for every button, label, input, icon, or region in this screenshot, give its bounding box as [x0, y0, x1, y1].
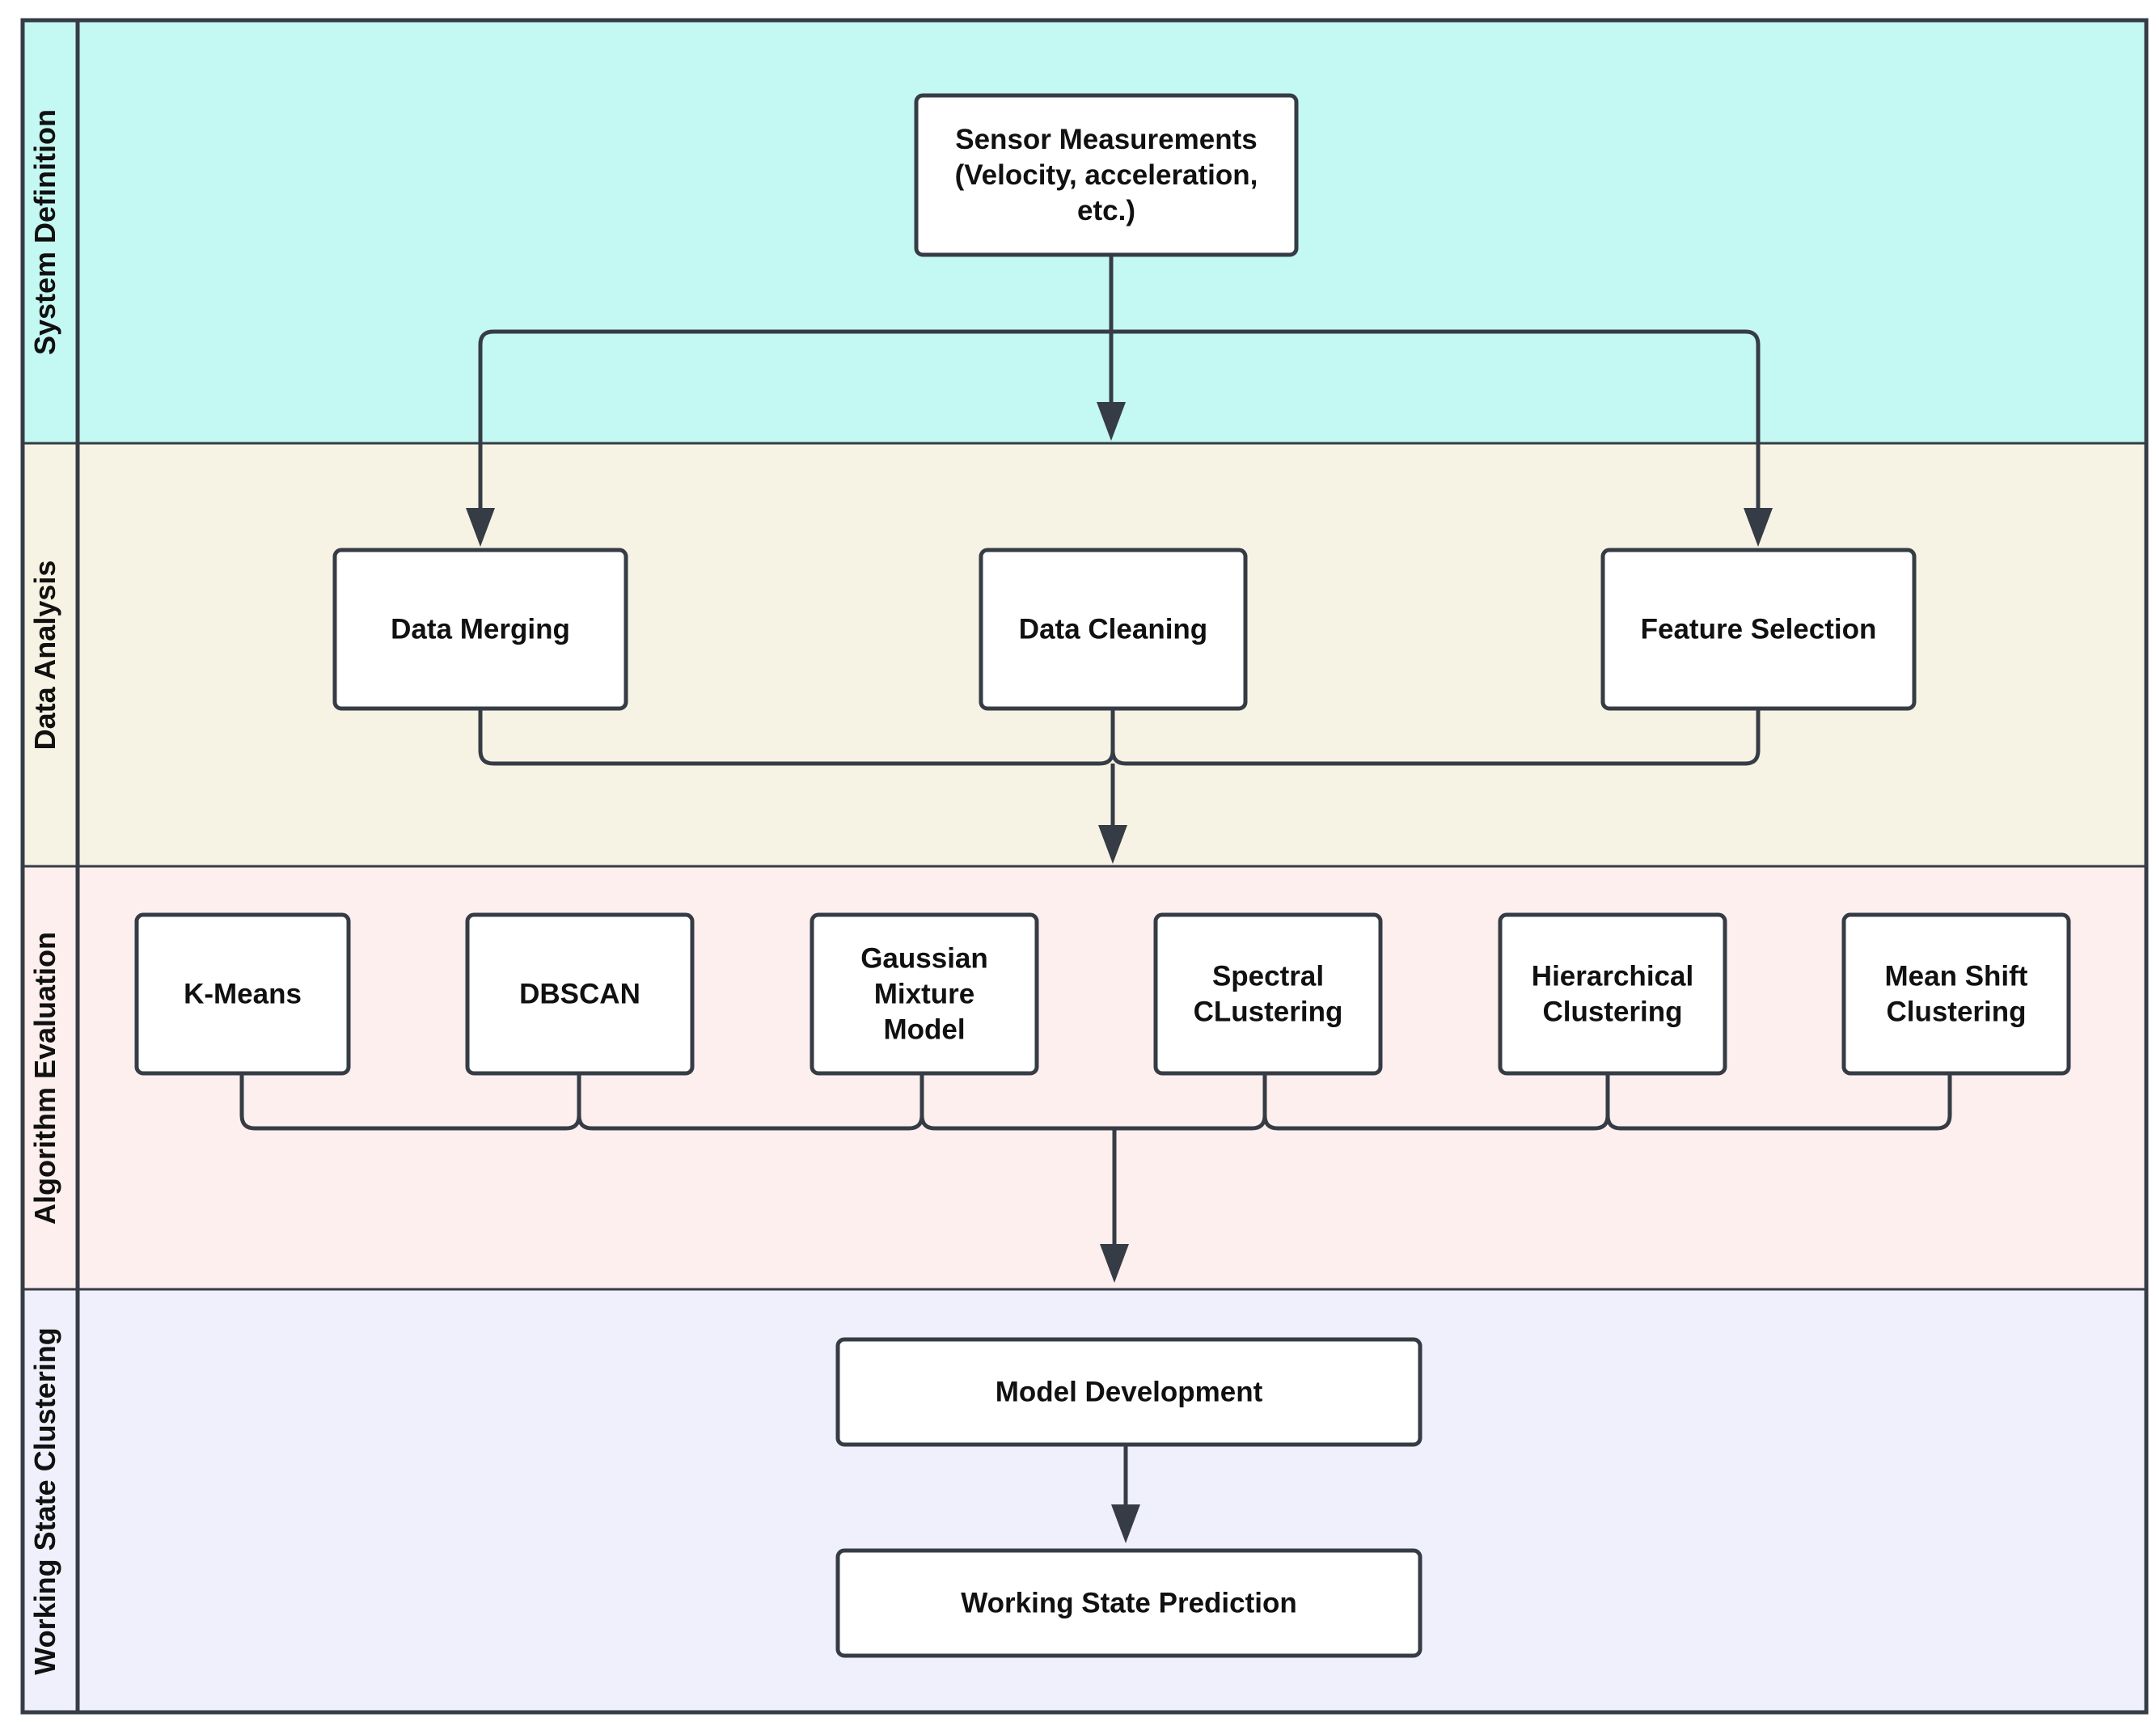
arrowhead-to-data-merging — [466, 508, 495, 547]
connector-sensor-to-merging — [478, 329, 1111, 508]
process-boxes: Sensor Measurements (Velocity, accelerati… — [134, 93, 2071, 1658]
swimlanes — [20, 18, 2149, 1715]
model-development-box-label-line: Model Development — [996, 1377, 1263, 1408]
feature-selection-box-label-line: Feature Selection — [1641, 614, 1877, 645]
arrowhead-to-data-analysis-lane — [1097, 402, 1126, 441]
connector-algorithms-merge — [239, 1073, 1952, 1131]
data-merging-box: Data Merging — [332, 548, 628, 711]
data-cleaning-box-label-line: Data Cleaning — [1019, 614, 1207, 645]
spectral-clustering-box-shape — [1153, 912, 1383, 1076]
sensor-measurements-box-label-line: (Velocity, acceleration, — [955, 159, 1258, 191]
model-development-box-shape — [835, 1337, 1423, 1447]
model-development-box: Model Development — [835, 1337, 1423, 1447]
gaussian-mixture-model-box-label-line: Mixture — [874, 979, 974, 1010]
arrowhead-to-feature-selection — [1744, 508, 1773, 547]
connectors — [239, 255, 1952, 1543]
working-state-prediction-box-label-line: Working State Prediction — [961, 1588, 1297, 1619]
arrowhead-to-working-state-lane — [1100, 1244, 1129, 1283]
arrowhead-to-algorithm-lane — [1098, 825, 1127, 864]
hierarchical-clustering-box-label-line: Clustering — [1542, 996, 1682, 1028]
gaussian-mixture-model-box-shape — [810, 912, 1039, 1076]
feature-selection-box-shape — [1600, 548, 1917, 711]
arrowhead-to-working-state-prediction — [1111, 1504, 1140, 1543]
dbscan-box-shape — [465, 912, 695, 1076]
working-state-prediction-box: Working State Prediction — [835, 1548, 1423, 1658]
lane-algorithm-evaluation-bg — [23, 866, 2146, 1289]
k-means-box: K-Means — [134, 912, 351, 1076]
gaussian-mixture-model-box-label-line: Gaussian — [860, 943, 988, 975]
connector-feature-to-merge-line — [1110, 709, 1761, 766]
sensor-measurements-box: Sensor Measurements (Velocity, accelerati… — [914, 93, 1299, 257]
mean-shift-clustering-box-label-line: Clustering — [1886, 996, 2026, 1028]
k-means-box-label-line: K-Means — [184, 979, 302, 1010]
working-state-prediction-box-shape — [835, 1548, 1423, 1658]
mean-shift-clustering-box-shape — [1841, 912, 2071, 1076]
lane-label-system-definition: System Definition — [28, 109, 61, 355]
data-cleaning-box-shape — [979, 548, 1248, 711]
hierarchical-clustering-box-shape — [1498, 912, 1727, 1076]
dbscan-box-label-line: DBSCAN — [519, 979, 640, 1010]
spectral-clustering-box-label-line: CLustering — [1194, 996, 1343, 1028]
sensor-measurements-box-shape — [914, 93, 1299, 257]
feature-selection-box: Feature Selection — [1600, 548, 1917, 711]
lane-label-working-state-clustering: Working State Clustering — [28, 1327, 61, 1674]
data-merging-box-shape — [332, 548, 628, 711]
lane-labels: System Definition Data Analysis Algorith… — [28, 109, 61, 1675]
spectral-clustering-box-label-line: Spectral — [1212, 961, 1324, 992]
dbscan-box: DBSCAN — [465, 912, 695, 1076]
data-merging-box-label-line: Data Merging — [391, 614, 570, 645]
lane-label-data-analysis: Data Analysis — [28, 561, 61, 751]
k-means-box-shape — [134, 912, 351, 1076]
lane-label-algorithm-evaluation: Algorithm Evaluation — [28, 932, 61, 1225]
sensor-measurements-box-label-line: etc.) — [1077, 195, 1135, 226]
mean-shift-clustering-box-label-line: Mean Shift — [1885, 961, 2028, 992]
sensor-measurements-box-label-line: Sensor Measurements — [955, 124, 1257, 155]
connector-sensor-to-feature — [1111, 329, 1761, 508]
hierarchical-clustering-box-label-line: Hierarchical — [1532, 961, 1693, 992]
data-cleaning-box: Data Cleaning — [979, 548, 1248, 711]
gaussian-mixture-model-box-label-line: Model — [883, 1014, 965, 1046]
